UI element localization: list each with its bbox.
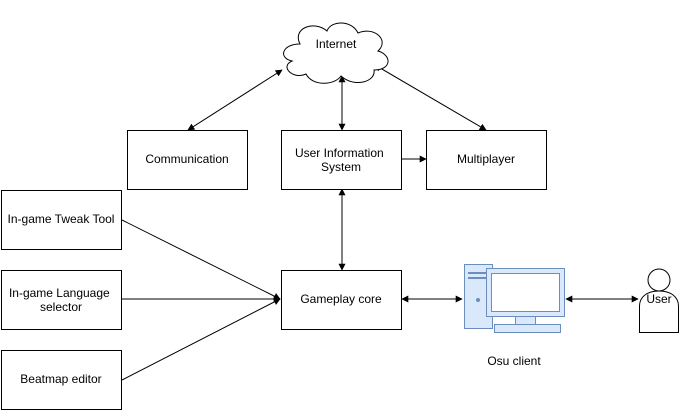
user-info-label: User Information System	[295, 146, 387, 174]
edge-tweak-tool-gameplay-core	[121, 219, 281, 300]
computer-screen	[491, 273, 560, 312]
desktop-computer-icon	[464, 264, 565, 333]
user-label: User	[646, 292, 671, 306]
user-node: User	[639, 268, 679, 333]
tweak-tool-node: In-game Tweak Tool	[1, 190, 122, 250]
edge-beatmap-editor-gameplay-core	[121, 298, 281, 381]
gameplay-core-node: Gameplay core	[281, 270, 402, 330]
beatmap-editor-node: Beatmap editor	[1, 350, 122, 410]
osu-client-node: Osu client	[464, 264, 565, 368]
beatmap-editor-label: Beatmap editor	[20, 372, 101, 386]
language-selector-label-line-2: selector	[40, 300, 82, 314]
language-selector-box	[1, 270, 122, 330]
user-info-label-line-2: System	[321, 160, 361, 174]
person-icon	[639, 268, 679, 333]
osu-client-label: Osu client	[487, 354, 541, 368]
cloud-icon	[283, 22, 389, 84]
communication-label: Communication	[145, 152, 228, 166]
communication-box	[127, 130, 248, 190]
language-selector-node: In-game Language selector	[1, 270, 122, 330]
computer-keyboard	[494, 324, 561, 333]
internet-node: Internet	[283, 22, 389, 84]
edges	[121, 64, 639, 381]
multiplayer-label: Multiplayer	[457, 152, 515, 166]
gameplay-core-box	[281, 270, 402, 330]
edge-internet-communication	[187, 69, 283, 131]
language-selector-label: In-game Language selector	[9, 286, 113, 314]
gameplay-core-label: Gameplay core	[300, 292, 382, 306]
beatmap-editor-box	[1, 350, 122, 410]
user-info-label-line-1: User Information	[295, 146, 384, 160]
edge-internet-multiplayer	[374, 64, 487, 131]
tweak-tool-box	[1, 190, 122, 250]
internet-label: Internet	[316, 37, 357, 51]
language-selector-label-line-1: In-game Language	[9, 286, 110, 300]
multiplayer-node: Multiplayer	[426, 130, 547, 190]
communication-node: Communication	[127, 130, 248, 190]
person-head	[647, 268, 671, 292]
user-info-node: User Information System	[281, 130, 402, 190]
multiplayer-box	[426, 130, 547, 190]
tweak-tool-label: In-game Tweak Tool	[8, 212, 115, 226]
user-info-box	[281, 130, 402, 190]
